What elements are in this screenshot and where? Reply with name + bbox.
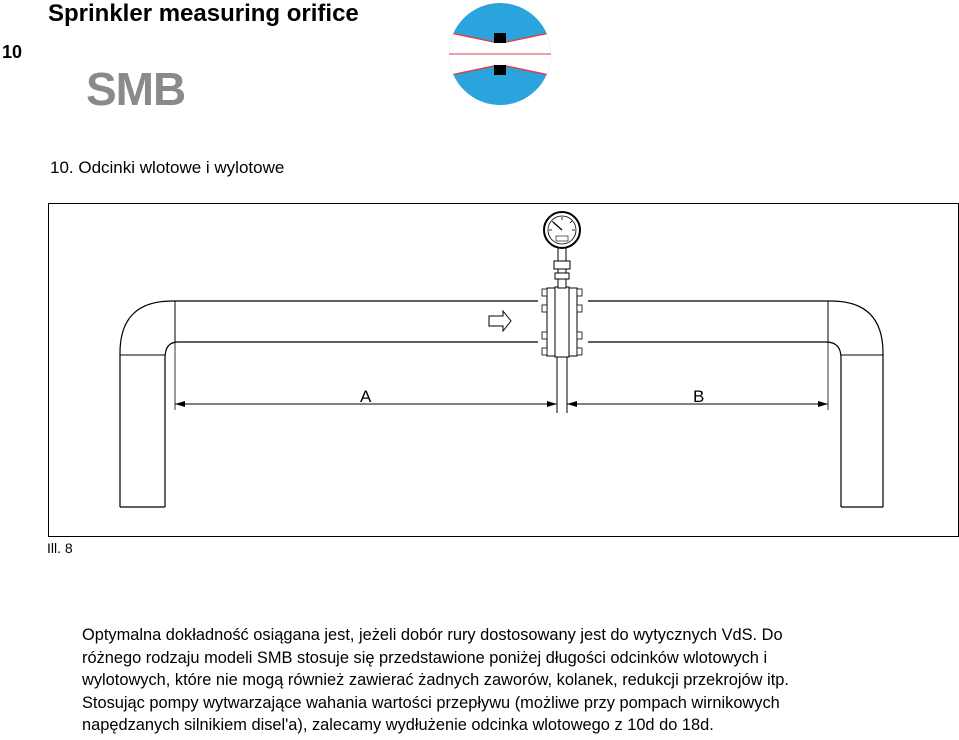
paragraph-line: różnego rodzaju modeli SMB stosuje się p…: [82, 648, 768, 667]
pipe-diagram: A B: [48, 203, 959, 537]
gauge-stem: [553, 247, 571, 289]
section-heading: 10. Odcinki wlotowe i wylotowe: [50, 158, 285, 177]
figure-caption: Ill. 8: [47, 540, 73, 556]
paragraph-line: Optymalna dokładność osiągana jest, jeże…: [82, 626, 783, 644]
orifice-flange-assembly: [541, 286, 583, 413]
pressure-gauge-icon: [543, 211, 581, 249]
body-paragraph: Optymalna dokładność osiągana jest, jeże…: [82, 624, 956, 737]
paragraph-line: wylotowych, które nie mogą również zawie…: [82, 671, 789, 689]
right-pipe-elbow: [588, 300, 884, 507]
paragraph-line: Stosując pompy wytwarzające wahania wart…: [82, 693, 780, 712]
label-a: A: [360, 387, 372, 406]
left-pipe-elbow: [119, 300, 538, 507]
flow-direction-arrow-icon: [488, 309, 512, 333]
left-pipe-inner: [164, 341, 538, 507]
page-title: Sprinkler measuring orifice: [48, 0, 359, 27]
page-number: 10: [2, 42, 23, 62]
right-pipe-inner: [588, 341, 842, 507]
label-b: B: [693, 387, 704, 406]
orifice-logo-icon: [449, 3, 551, 105]
model-name: SMB: [86, 63, 186, 115]
dimension-line: [174, 342, 829, 410]
paragraph-line: napędzanych silnikiem disel'a), zalecamy…: [82, 716, 714, 734]
